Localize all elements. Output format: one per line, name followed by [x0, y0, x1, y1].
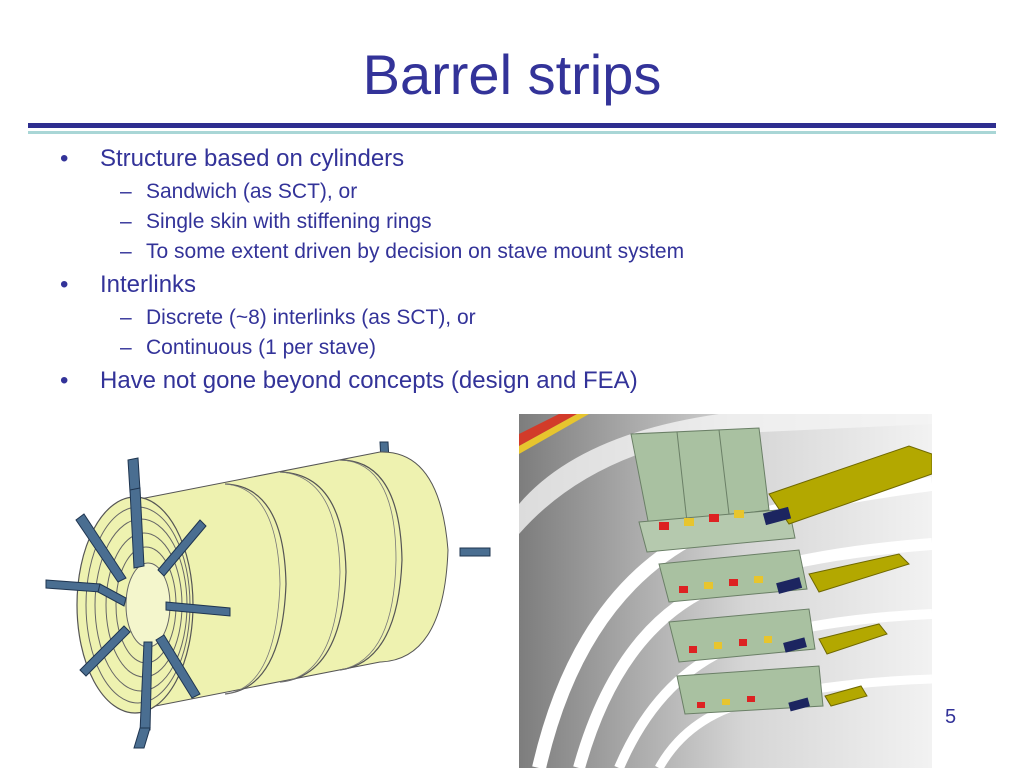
sub-bullet-item: To some extent driven by decision on sta… — [146, 240, 685, 263]
title-divider-accent — [28, 131, 996, 134]
bullet-item: Have not gone beyond concepts (design an… — [100, 367, 638, 394]
sub-bullet-item: Continuous (1 per stave) — [146, 336, 376, 359]
page-number: 5 — [945, 706, 957, 728]
sub-bullet-item: Single skin with stiffening rings — [146, 210, 432, 233]
sub-bullet-marker: – — [120, 240, 132, 263]
slide-title: Barrel strips — [362, 43, 662, 106]
title-divider — [28, 123, 996, 128]
sub-bullet-marker: – — [120, 210, 132, 233]
sub-bullet-item: Sandwich (as SCT), or — [146, 180, 358, 203]
bullet-item: Interlinks — [100, 271, 197, 298]
sub-bullet-marker: – — [120, 306, 132, 329]
bullet-marker: • — [60, 271, 69, 298]
bullet-marker: • — [60, 367, 69, 394]
bullet-item: Structure based on cylinders — [100, 145, 405, 172]
bullet-list: • Structure based on cylinders – Sandwic… — [60, 145, 685, 394]
sub-bullet-item: Discrete (~8) interlinks (as SCT), or — [146, 306, 476, 329]
sub-bullet-marker: – — [120, 180, 132, 203]
sub-bullet-marker: – — [120, 336, 132, 359]
bullet-marker: • — [60, 145, 69, 172]
barrel-cylinder-illustration — [45, 441, 491, 749]
stave-mount-rendering — [519, 414, 932, 768]
